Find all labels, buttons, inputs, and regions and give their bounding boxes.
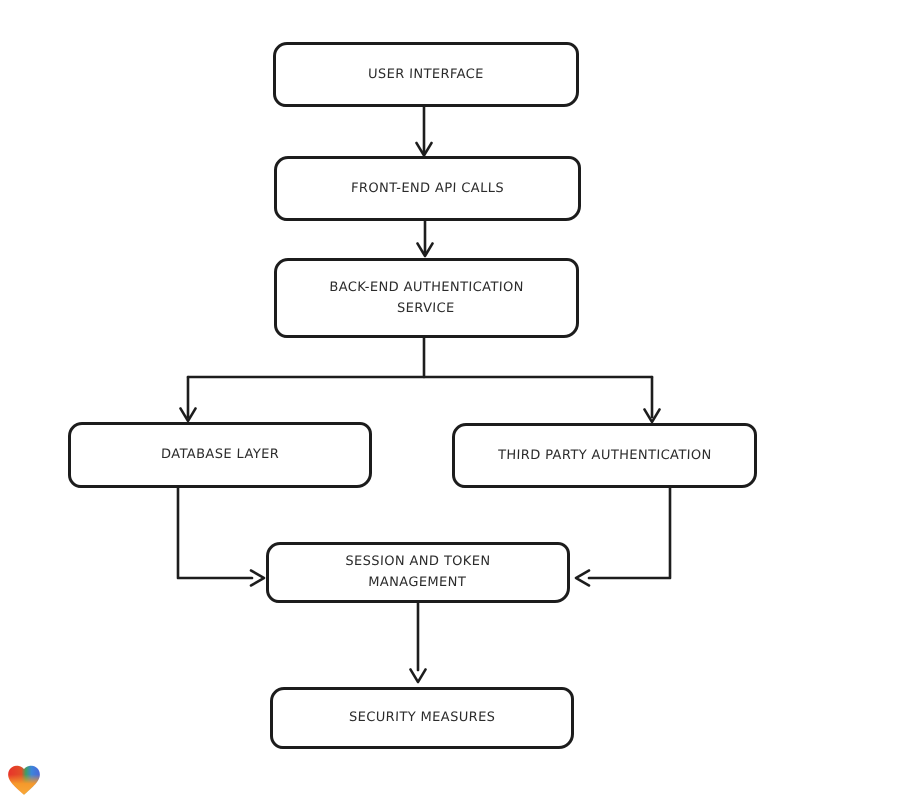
heart-logo[interactable] bbox=[5, 761, 43, 799]
node-database-layer[interactable]: DATABASE LAYER bbox=[68, 422, 372, 488]
node-back-end-auth-service-label: BACK-END AUTHENTICATION SERVICE bbox=[329, 279, 525, 316]
node-database-layer-label: DATABASE LAYER bbox=[160, 447, 280, 463]
node-user-interface-label: USER INTERFACE bbox=[367, 66, 485, 82]
node-third-party-authentication-label: THIRD PARTY AUTHENTICATION bbox=[497, 447, 712, 463]
node-security-measures[interactable]: SECURITY MEASURES bbox=[270, 687, 574, 749]
edge-frontend-to-backend bbox=[416, 218, 434, 258]
node-front-end-api-calls[interactable]: FRONT-END API CALLS bbox=[274, 156, 581, 221]
node-front-end-api-calls-label: FRONT-END API CALLS bbox=[350, 180, 505, 196]
edge-database-to-session bbox=[176, 485, 266, 587]
edge-backend-branch bbox=[179, 335, 661, 424]
node-security-measures-label: SECURITY MEASURES bbox=[348, 710, 496, 726]
heart-icon bbox=[8, 765, 40, 795]
node-back-end-auth-service[interactable]: BACK-END AUTHENTICATION SERVICE bbox=[274, 258, 579, 338]
node-session-token-management-label: SESSION AND TOKEN MANAGEMENT bbox=[345, 554, 492, 591]
node-session-token-management[interactable]: SESSION AND TOKEN MANAGEMENT bbox=[266, 542, 570, 603]
node-user-interface[interactable]: USER INTERFACE bbox=[273, 42, 579, 107]
edge-thirdparty-to-session bbox=[574, 485, 672, 587]
node-third-party-authentication[interactable]: THIRD PARTY AUTHENTICATION bbox=[452, 423, 757, 488]
edge-session-to-security bbox=[409, 600, 427, 684]
edge-ui-to-frontend bbox=[415, 104, 433, 157]
